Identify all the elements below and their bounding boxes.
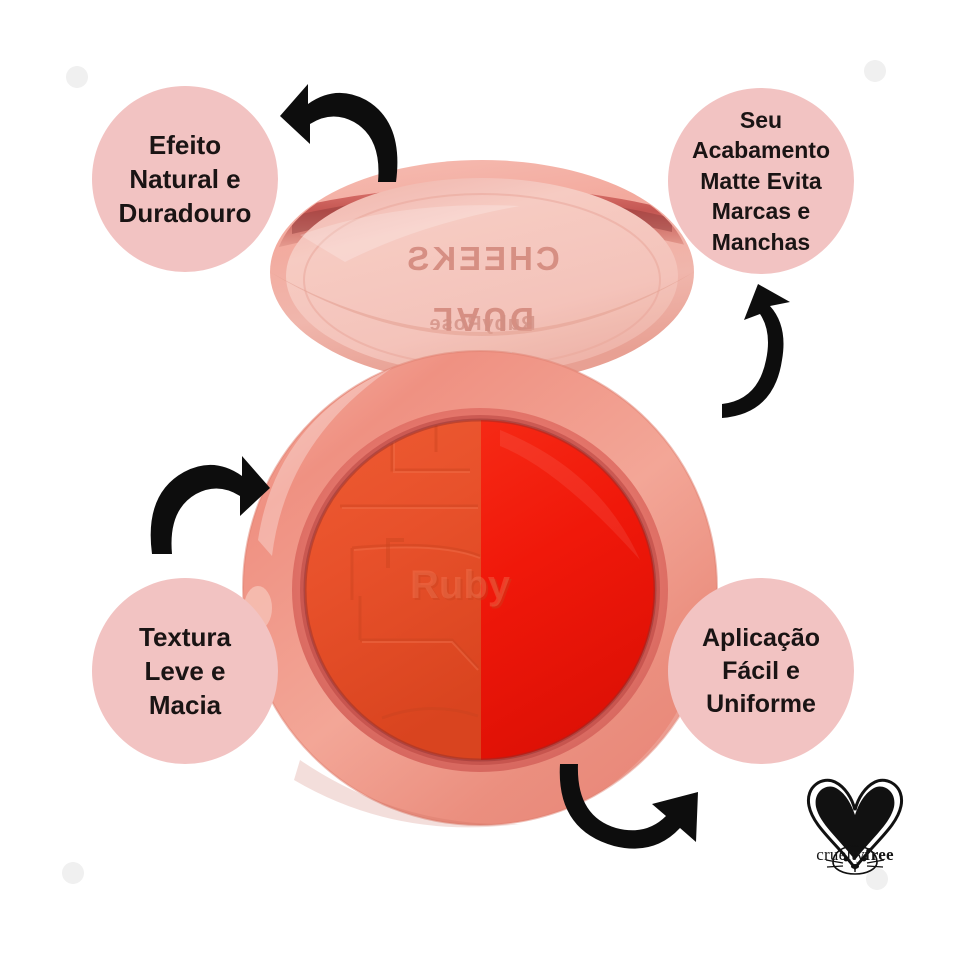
arrow-pointing-up [722,284,790,418]
bubble-aplicacao-facil: Aplicação Fácil e Uniforme [668,578,854,764]
bubble-textura-leve-text: Textura Leve e Macia [139,621,231,721]
decor-dot-bottom-left [62,862,84,884]
cruelty-free-label: crueltyfree [795,845,915,865]
compact-lid: duo blush compact powder CHEEKS DUAL Rub… [270,160,694,384]
cruelty-free-label-bold: free [864,845,894,864]
decor-dot-top-right [864,60,886,82]
svg-text:Ruby: Ruby [410,563,511,607]
bubble-efeito-natural-text: Efeito Natural e Duradouro [118,129,252,229]
bubble-textura-leve: Textura Leve e Macia [92,578,278,764]
decor-dot-bottom-right [866,868,888,890]
bubble-acabamento-matte: Seu Acabamento Matte Evita Marcas e Manc… [668,88,854,274]
bubble-aplicacao-facil-text: Aplicação Fácil e Uniforme [701,623,821,718]
bubble-efeito-natural: Efeito Natural e Duradouro [92,86,278,272]
svg-text:CHEEKS: CHEEKS [404,240,560,277]
svg-text:Ruby: Ruby [412,565,513,609]
arrow-pointing-up-right [559,764,698,849]
arrow-pointing-right [150,456,270,554]
bunny-heart-icon [806,778,904,875]
bubble-acabamento-matte-text: Seu Acabamento Matte Evita Marcas e Manc… [691,107,831,255]
arrow-pointing-left [280,84,398,182]
compact-base: Ruby Ruby [242,350,718,828]
decor-dot-top-left [66,66,88,88]
svg-text:RubyRose: RubyRose [429,313,536,335]
cruelty-free-label-light: cruelty [816,845,865,864]
